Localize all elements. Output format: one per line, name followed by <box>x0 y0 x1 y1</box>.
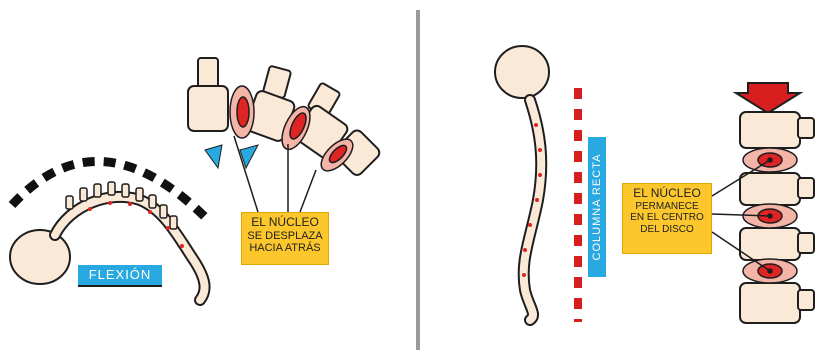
skull <box>10 230 70 284</box>
note-line-3: EN EL CENTRO <box>623 212 711 224</box>
note-line-1: EL NÚCLEO <box>623 187 711 201</box>
flexion-label: FLEXIÓN <box>78 265 162 287</box>
note-line-4: DEL DISCO <box>623 224 711 236</box>
note-line-2: SE DESPLAZA <box>242 230 328 243</box>
straight-spine-label: COLUMNA RECTA <box>588 137 606 277</box>
note-line-1: EL NÚCLEO <box>242 216 328 230</box>
note-line-2: PERMANECE <box>623 201 711 213</box>
nucleus-center-note: EL NÚCLEO PERMANECE EN EL CENTRO DEL DIS… <box>622 183 712 254</box>
nucleus-backward-note: EL NÚCLEO SE DESPLAZA HACIA ATRÁS <box>241 212 329 265</box>
note-line-3: HACIA ATRÁS <box>242 242 328 255</box>
skull-straight <box>495 46 549 98</box>
nucleus-pointer-lines <box>234 136 316 212</box>
blue-arrow-icon <box>205 145 258 168</box>
red-down-arrow-icon <box>736 83 800 113</box>
